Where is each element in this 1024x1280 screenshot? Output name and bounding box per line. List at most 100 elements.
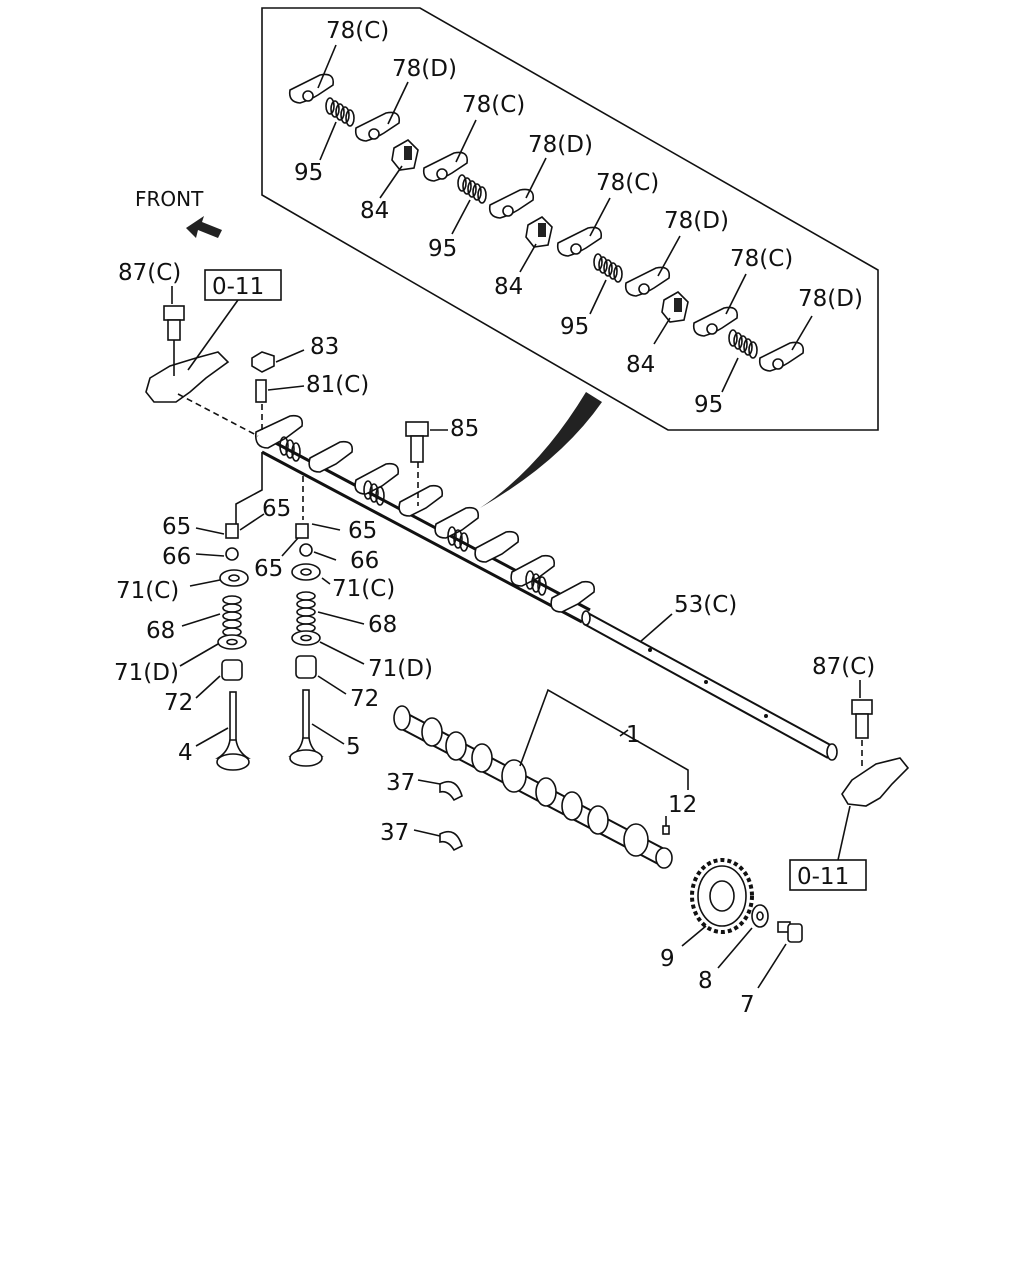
pin-12 <box>662 825 670 835</box>
bracket-84-3 <box>661 291 689 323</box>
cotter-65-right-a <box>295 523 309 539</box>
detail-inset-outline <box>261 7 879 431</box>
cotter-65-left-a <box>225 523 239 539</box>
cam-gear-9 <box>690 858 754 934</box>
label-84-2: 84 <box>494 274 523 300</box>
label-7: 7 <box>740 992 755 1018</box>
label-72-a: 72 <box>164 690 193 716</box>
bearing-37-lower <box>439 830 463 852</box>
shaft-53c <box>581 610 838 761</box>
label-78d-4: 78(D) <box>798 286 863 312</box>
label-84-3: 84 <box>626 352 655 378</box>
label-53c: 53(C) <box>674 592 737 618</box>
label-78c-3: 78(C) <box>596 170 659 196</box>
rocker-arm-78d-4 <box>758 341 805 372</box>
camshaft <box>393 705 673 869</box>
leader-37-a <box>417 779 441 785</box>
label-83: 83 <box>310 334 339 360</box>
label-68-a: 68 <box>146 618 175 644</box>
rocker-arm-78c-4 <box>692 306 739 337</box>
bracket-leader-1 <box>519 688 689 790</box>
label-8: 8 <box>698 968 713 994</box>
leader-1 <box>619 729 629 737</box>
label-9: 9 <box>660 946 675 972</box>
label-87c-left: 87(C) <box>118 260 181 286</box>
bolt-85 <box>405 421 429 463</box>
label-78d-3: 78(D) <box>664 208 729 234</box>
shaft-bracket-right <box>841 757 910 807</box>
label-37-b: 37 <box>380 820 409 846</box>
label-78c-2: 78(C) <box>462 92 525 118</box>
seal-72-left <box>221 659 243 681</box>
pin-66-right <box>299 543 313 557</box>
shaft-bracket-left <box>145 351 230 403</box>
label-81c: 81(C) <box>306 372 369 398</box>
label-84-1: 84 <box>360 198 389 224</box>
label-65-c: 65 <box>348 518 377 544</box>
valve-stack-right <box>288 523 324 767</box>
washer-8 <box>751 904 769 928</box>
spring-95-3 <box>593 253 623 283</box>
detail-pointer <box>480 392 602 508</box>
label-72-b: 72 <box>350 686 379 712</box>
label-66-b: 66 <box>350 548 379 574</box>
retainer-71c-right <box>291 563 321 581</box>
bearing-37-upper <box>439 780 463 802</box>
label-78c-4: 78(C) <box>730 246 793 272</box>
ref-box-right[interactable] <box>789 859 867 891</box>
spring-68-left <box>222 595 242 637</box>
leader-53c <box>639 613 673 643</box>
rocker-shaft-assembly <box>145 305 596 624</box>
washer-71d-right <box>291 630 321 646</box>
label-4: 4 <box>178 740 193 766</box>
front-label: FRONT <box>135 187 204 211</box>
label-5: 5 <box>346 734 361 760</box>
label-65-a: 65 <box>162 514 191 540</box>
bracket-84-1 <box>391 139 419 171</box>
bolt-87c-right <box>851 699 873 770</box>
leader-7 <box>757 943 787 989</box>
label-66-a: 66 <box>162 544 191 570</box>
label-95-3: 95 <box>560 314 589 340</box>
pin-66-left <box>225 547 239 561</box>
leader-37-b <box>413 829 441 837</box>
label-85: 85 <box>450 416 479 442</box>
inset-parts <box>288 73 805 372</box>
upper-leaders <box>171 286 448 530</box>
label-71d-a: 71(D) <box>114 660 179 686</box>
bolt-87c-left <box>163 305 185 376</box>
label-78c-1: 78(C) <box>326 18 389 44</box>
spring-68-right <box>296 591 316 633</box>
label-71c-b: 71(C) <box>332 576 395 602</box>
label-1: 1 <box>626 722 641 748</box>
spring-95-1 <box>325 97 355 127</box>
rocker-arm-78c-1 <box>288 73 335 104</box>
seal-72-right <box>295 655 317 679</box>
label-65-d: 65 <box>254 556 283 582</box>
washer-71d-left <box>217 634 247 650</box>
ref-box-left-label: 0-11 <box>212 274 264 300</box>
label-78d-2: 78(D) <box>528 132 593 158</box>
label-95-1: 95 <box>294 160 323 186</box>
valve-4-head <box>216 753 250 771</box>
label-95-2: 95 <box>428 236 457 262</box>
label-37-a: 37 <box>386 770 415 796</box>
leader-ref-right <box>837 805 851 861</box>
label-78d-1: 78(D) <box>392 56 457 82</box>
leader-9 <box>681 925 707 947</box>
label-68-b: 68 <box>368 612 397 638</box>
spring-95-2 <box>457 174 487 204</box>
label-65-b: 65 <box>262 496 291 522</box>
leader-8 <box>717 927 753 969</box>
label-87c-right: 87(C) <box>812 654 875 680</box>
retainer-71c-left <box>219 569 249 587</box>
valve-5-head <box>289 749 323 767</box>
bracket-84-2 <box>525 216 553 248</box>
valve-leaders <box>179 513 365 747</box>
label-95-4: 95 <box>694 392 723 418</box>
ref-box-left[interactable] <box>204 269 282 301</box>
label-71d-b: 71(D) <box>368 656 433 682</box>
stud-81c <box>255 379 267 403</box>
bolt-7 <box>777 921 803 943</box>
